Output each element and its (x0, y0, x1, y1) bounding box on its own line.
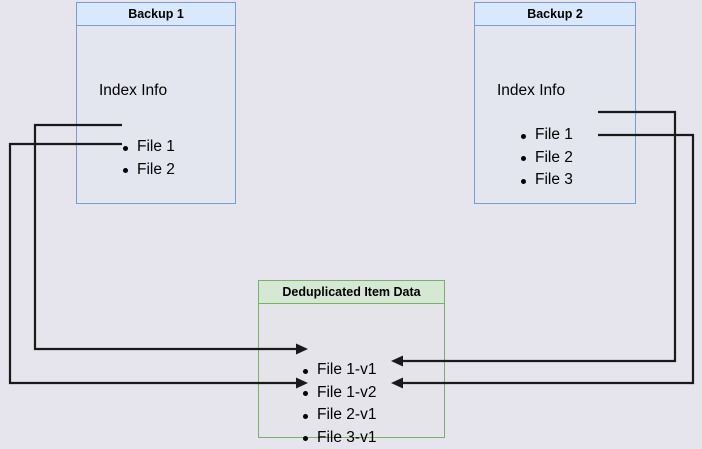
list-item: File 3 (519, 169, 573, 192)
list-item: File 1-v2 (301, 382, 376, 405)
deduplicated-item-data-box[interactable]: Deduplicated Item Data File 1-v1 File 1-… (258, 280, 445, 438)
backup-1-box[interactable]: Backup 1 Index Info File 1 File 2 (76, 2, 236, 204)
list-item: File 2 (519, 147, 573, 170)
backup-1-title: Backup 1 (76, 2, 236, 26)
backup-1-index-info-label: Index Info (99, 82, 167, 100)
list-item: File 2 (121, 159, 175, 182)
backup-2-box[interactable]: Backup 2 Index Info File 1 File 2 File 3 (474, 2, 636, 204)
list-item: File 2-v1 (301, 404, 376, 427)
backup-2-title: Backup 2 (474, 2, 636, 26)
backup-1-file-list: File 1 File 2 (121, 136, 175, 181)
deduplicated-item-data-body: File 1-v1 File 1-v2 File 2-v1 File 3-v1 (258, 304, 445, 438)
backup-2-index-info-label: Index Info (497, 82, 565, 100)
list-item: File 3-v1 (301, 427, 376, 449)
list-item: File 1 (121, 136, 175, 159)
list-item: File 1 (519, 124, 573, 147)
backup-1-body: Index Info File 1 File 2 (76, 26, 236, 204)
backup-2-body: Index Info File 1 File 2 File 3 (474, 26, 636, 204)
list-item: File 1-v1 (301, 359, 376, 382)
deduplicated-item-data-title: Deduplicated Item Data (258, 280, 445, 304)
backup-2-file-list: File 1 File 2 File 3 (519, 124, 573, 192)
deduplicated-item-list: File 1-v1 File 1-v2 File 2-v1 File 3-v1 (301, 359, 376, 449)
